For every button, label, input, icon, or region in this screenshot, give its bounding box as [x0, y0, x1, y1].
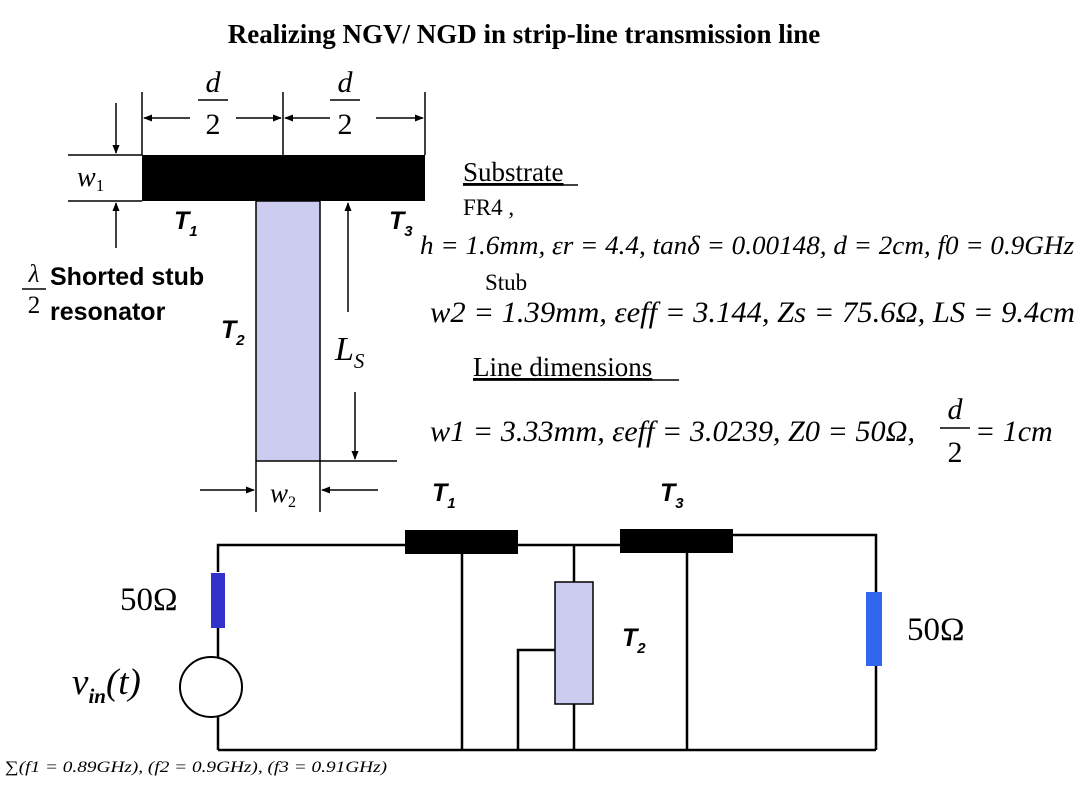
source-voltage-label: vin(t) — [72, 662, 141, 708]
circuit-T1-label: T1 — [432, 479, 456, 512]
substrate-heading: Substrate — [463, 157, 564, 187]
circuit-T2-label: T2 — [622, 624, 646, 657]
wire-stub-short — [516, 648, 555, 750]
circuit-T3-line — [620, 529, 733, 553]
fraction-2-left: 2 — [206, 108, 221, 141]
w1-label: w1 — [77, 162, 104, 195]
voltage-source — [179, 656, 243, 718]
line-dim-d-over-2-value: = 1cm — [975, 415, 1053, 448]
load-impedance-label: 50Ω — [907, 612, 965, 648]
layout-T1-label: T1 — [174, 207, 198, 240]
wire-right-top — [733, 533, 878, 592]
layout-T3-label: T3 — [389, 207, 413, 240]
w2-label: w2 — [270, 478, 296, 511]
stub-params: w2 = 1.39mm, εeff = 3.144, Zs = 75.6Ω, L… — [430, 296, 1075, 329]
load-resistor — [866, 592, 882, 666]
source-resistor — [211, 573, 225, 628]
line-dimensions-heading: Line dimensions — [473, 352, 652, 382]
circuit-T1-line — [405, 530, 518, 554]
line-dim-fraction-2: 2 — [948, 436, 963, 469]
fraction-d-left: d — [206, 66, 222, 99]
stub-heading: Stub — [485, 270, 527, 295]
stub-strip — [255, 200, 321, 462]
stub-label-line2: resonator — [50, 298, 166, 326]
stub-label-line1: Shorted stub — [50, 263, 204, 291]
line-dim-fraction-d: d — [948, 393, 964, 426]
substrate-material: FR4 , — [463, 195, 514, 220]
layout-T2-label: T2 — [221, 316, 245, 349]
ls-label: LS — [334, 331, 365, 373]
fraction-2-right: 2 — [338, 108, 353, 141]
main-strip — [142, 155, 425, 201]
line-dimensions-params: w1 = 3.33mm, εeff = 3.0239, Z0 = 50Ω, — [430, 415, 915, 448]
substrate-params: h = 1.6mm, εr = 4.4, tanδ = 0.00148, d =… — [420, 231, 1074, 260]
lambda-denominator: 2 — [28, 292, 41, 319]
frequencies-label: ∑(f1 = 0.89GHz), (f2 = 0.9GHz), (f3 = 0.… — [5, 759, 387, 776]
lambda-symbol: λ — [28, 261, 40, 288]
wire-left-top — [216, 543, 405, 572]
circuit-T2-stub — [554, 581, 594, 705]
circuit-T3-label: T3 — [660, 479, 684, 512]
source-impedance-label: 50Ω — [120, 582, 178, 618]
fraction-d-right: d — [338, 66, 354, 99]
page-title: Realizing NGV/ NGD in strip-line transmi… — [228, 19, 821, 49]
